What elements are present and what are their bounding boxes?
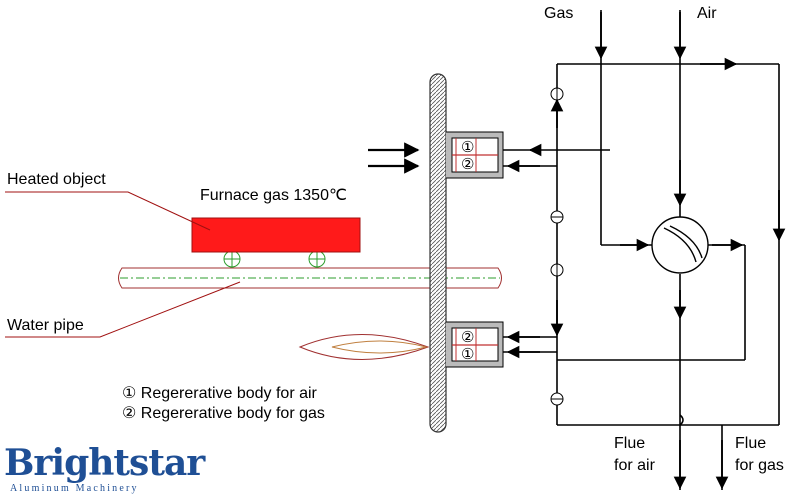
bottom-chamber-mark-1: ① (461, 346, 475, 363)
heated-object-label: Heated object (7, 171, 106, 188)
water-pipe-leader (5, 281, 241, 338)
piping-network (503, 10, 780, 490)
air-label: Air (697, 5, 717, 22)
bottom-chamber-mark-2: ② (461, 329, 475, 346)
pipe-support-right (308, 250, 326, 268)
flue-gas-label-line2: for gas (735, 457, 784, 474)
flow-arrows (506, 12, 786, 490)
brand-logo: Brightstar (4, 442, 205, 484)
furnace-gas-label: Furnace gas 1350℃ (200, 187, 347, 204)
brand-logo-subtitle: Aluminum Machinery (10, 483, 139, 494)
pipe-support-left (223, 250, 241, 268)
top-regenerator (446, 131, 504, 179)
legend-item-gas-regenerator: ② Regererative body for gas (122, 405, 325, 422)
flue-air-label-line1: Flue (614, 435, 646, 452)
water-pipe-label: Water pipe (7, 317, 84, 334)
reversing-valve (651, 216, 709, 274)
flame (298, 334, 430, 360)
gas-label: Gas (544, 5, 574, 22)
bottom-regenerator (446, 321, 504, 368)
shutoff-valves (550, 87, 564, 406)
furnace-wall (429, 73, 447, 433)
legend-item-air-regenerator: ① Regererative body for air (122, 385, 317, 402)
heated-object-leader (5, 191, 211, 231)
top-chamber-mark-1: ① (461, 139, 475, 156)
heated-object-block (191, 217, 361, 253)
flue-air-label-line2: for air (614, 457, 655, 474)
flue-gas-label-line1: Flue (735, 435, 767, 452)
top-chamber-mark-2: ② (461, 156, 475, 173)
